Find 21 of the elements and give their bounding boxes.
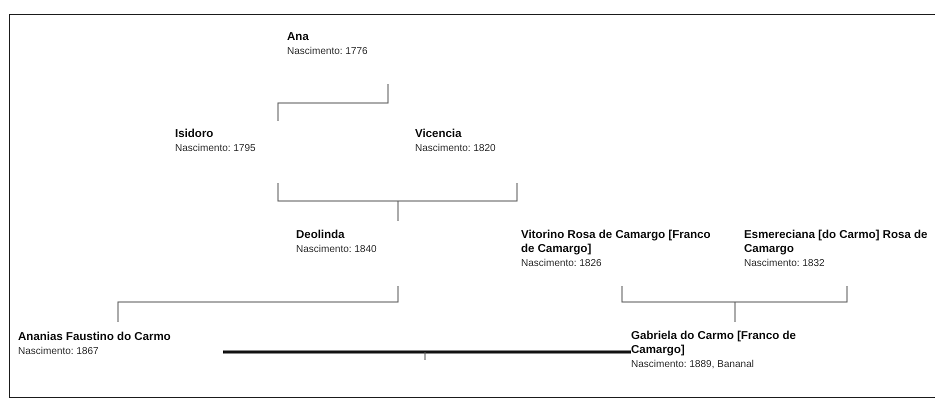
birth-info: Nascimento: 1840 [296, 243, 378, 256]
person-name: Vitorino Rosa de Camargo [Franco de Camargo] [521, 228, 712, 256]
descent-line [398, 182, 518, 222]
person-name: Esmereciana [do Carmo] Rosa de Camargo [744, 228, 928, 256]
birth-info: Nascimento: 1867 [18, 345, 100, 358]
descent-line [278, 84, 388, 122]
descent-line [118, 286, 398, 322]
marriage-line [223, 350, 631, 354]
descent-line [734, 286, 848, 322]
birth-info: Nascimento: 1820 [415, 142, 497, 155]
person-name: Vicencia [415, 127, 462, 141]
person-name: Ana [287, 30, 310, 44]
person-name: Deolinda [296, 228, 346, 242]
birth-info: Nascimento: 1776 [287, 45, 369, 58]
birth-info: Nascimento: 1832 [744, 257, 826, 270]
birth-info: Nascimento: 1795 [175, 142, 257, 155]
person-name: Ananias Faustino do Carmo [18, 330, 172, 344]
birth-info: Nascimento: 1826 [521, 257, 603, 270]
birth-info: Nascimento: 1889, Bananal [631, 358, 755, 371]
person-name: Isidoro [175, 127, 214, 141]
person-name: Gabriela do Carmo [Franco de Camargo] [631, 329, 797, 357]
